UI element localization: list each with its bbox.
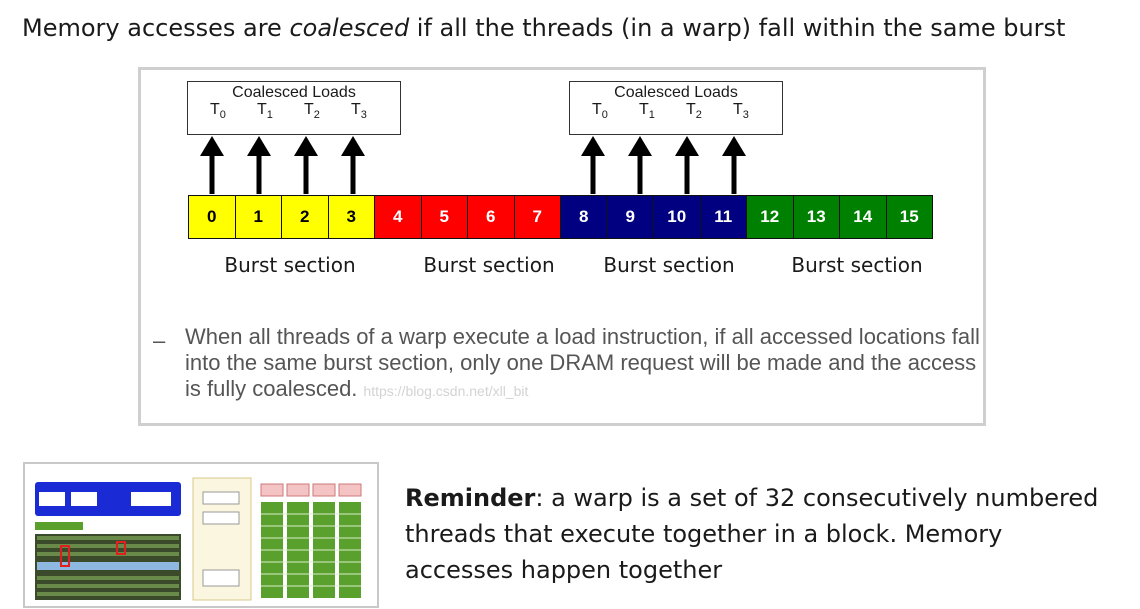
thread-label: T2 xyxy=(686,101,702,122)
memory-cells-row: 0 1 2 3 4 5 6 7 8 9 10 11 12 13 14 15 xyxy=(188,195,933,239)
bullet-text: When all threads of a warp execute a loa… xyxy=(185,324,985,404)
memory-cell: 0 xyxy=(188,195,236,239)
memory-cell: 5 xyxy=(420,195,468,239)
coalescing-diagram-panel: Coalesced Loads T0 T1 T2 T3 Coalesced Lo… xyxy=(138,67,986,426)
thread-label: T2 xyxy=(304,101,320,122)
thread-label: T3 xyxy=(733,101,749,122)
coalesced-loads-label-1: Coalesced Loads xyxy=(232,84,356,101)
thread-label: T0 xyxy=(592,101,608,122)
title-before: Memory accesses are xyxy=(22,14,290,42)
warp-scheduler-figure xyxy=(25,464,377,606)
memory-cell: 10 xyxy=(653,195,701,239)
bullet-dash: – xyxy=(153,328,166,353)
warp-block-thumbnail xyxy=(23,462,379,608)
memory-cell: 7 xyxy=(513,195,561,239)
memory-cell: 15 xyxy=(885,195,933,239)
arrows xyxy=(200,136,746,194)
reminder-label: Reminder xyxy=(405,484,536,512)
memory-cell: 9 xyxy=(606,195,654,239)
slide-title: Memory accesses are coalesced if all the… xyxy=(22,14,1065,42)
burst-section-label: Burst section xyxy=(224,253,356,277)
memory-cell: 13 xyxy=(792,195,840,239)
memory-cell: 8 xyxy=(560,195,608,239)
coalesced-loads-box-2: Coalesced Loads T0 T1 T2 T3 xyxy=(569,81,783,135)
thread-label: T0 xyxy=(210,101,226,122)
reminder-body: : a warp is a set of 32 consecutively nu… xyxy=(405,484,1099,584)
reminder-text: Reminder: a warp is a set of 32 consecut… xyxy=(405,480,1105,588)
title-after: if all the threads (in a warp) fall with… xyxy=(409,14,1066,42)
watermark: https://blog.csdn.net/xll_bit xyxy=(363,383,529,399)
memory-cell: 4 xyxy=(374,195,422,239)
coalesced-loads-label-2: Coalesced Loads xyxy=(614,84,738,101)
title-emphasis: coalesced xyxy=(289,14,410,42)
thread-label: T1 xyxy=(257,101,273,122)
memory-cell: 2 xyxy=(281,195,329,239)
thread-label: T3 xyxy=(351,101,367,122)
coalesced-loads-box-1: Coalesced Loads T0 T1 T2 T3 xyxy=(187,81,401,135)
bullet-body: When all threads of a warp execute a loa… xyxy=(185,324,980,401)
memory-cell: 3 xyxy=(327,195,375,239)
memory-cell: 11 xyxy=(699,195,747,239)
thread-label: T1 xyxy=(639,101,655,122)
memory-cell: 12 xyxy=(746,195,794,239)
memory-cell: 1 xyxy=(234,195,282,239)
burst-section-label: Burst section xyxy=(423,253,555,277)
memory-cell: 14 xyxy=(839,195,887,239)
burst-section-label: Burst section xyxy=(791,253,923,277)
burst-section-label: Burst section xyxy=(603,253,735,277)
memory-cell: 6 xyxy=(467,195,515,239)
